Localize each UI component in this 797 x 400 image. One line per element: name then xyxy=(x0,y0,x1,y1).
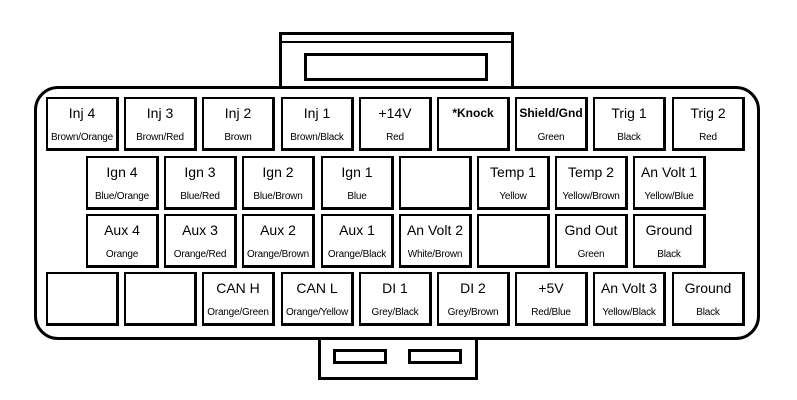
pin-name: Aux 4 xyxy=(104,222,140,238)
pin-wire-color: Orange/Yellow xyxy=(285,307,349,318)
pin-name: Trig 1 xyxy=(611,105,647,121)
pin-wire-color: Orange/Red xyxy=(173,249,227,260)
connector-top-latch-edge xyxy=(279,41,514,43)
pin-name: +5V xyxy=(538,280,564,296)
pin-r3-c2: Aux 3 Orange/Red xyxy=(164,214,237,268)
pin-name: Ign 4 xyxy=(106,164,138,180)
pin-name: Inj 1 xyxy=(303,105,331,121)
pin-r2-c5 xyxy=(399,156,472,210)
pin-r2-c6: Temp 1 Yellow xyxy=(477,156,550,210)
pin-name: DI 1 xyxy=(382,280,408,296)
pin-wire-color: Orange xyxy=(105,249,139,260)
pin-name: Shield/Gnd xyxy=(519,106,583,120)
pin-name: An Volt 2 xyxy=(406,222,464,238)
pin-name: Trig 2 xyxy=(690,105,726,121)
pin-r4-c6: DI 2 Grey/Brown xyxy=(437,272,510,326)
pin-name: Aux 2 xyxy=(260,222,296,238)
pin-name: An Volt 1 xyxy=(640,164,698,180)
pin-r4-c5: DI 1 Grey/Black xyxy=(359,272,432,326)
pin-name: CAN H xyxy=(216,280,260,296)
pin-wire-color: Yellow xyxy=(499,191,527,202)
pin-r4-c4: CAN L Orange/Yellow xyxy=(281,272,354,326)
pin-wire-color: Blue/Red xyxy=(180,191,220,202)
pin-name: Gnd Out xyxy=(564,222,618,238)
pin-wire-color: Black xyxy=(696,307,720,318)
pin-wire-color: Grey/Black xyxy=(371,307,419,318)
pin-r2-c7: Temp 2 Yellow/Brown xyxy=(555,156,628,210)
pin-wire-color: Black xyxy=(657,249,681,260)
pin-name: Inj 2 xyxy=(224,105,252,121)
pin-name: +14V xyxy=(378,105,412,121)
pin-wire-color: Yellow/Brown xyxy=(562,191,620,202)
pin-name: DI 2 xyxy=(460,280,486,296)
pin-r4-c3: CAN H Orange/Green xyxy=(202,272,275,326)
pin-wire-color: Yellow/Blue xyxy=(644,191,694,202)
pin-r1-c5: +14V Red xyxy=(359,97,432,151)
pin-r1-c1: Inj 4 Brown/Orange xyxy=(46,97,119,151)
pin-wire-color: Brown/Orange xyxy=(50,132,114,143)
pin-r2-c1: Ign 4 Blue/Orange xyxy=(86,156,159,210)
pin-r4-c1 xyxy=(46,272,119,326)
pin-r1-c8: Trig 1 Black xyxy=(593,97,666,151)
pin-wire-color: Black xyxy=(617,132,641,143)
pin-r1-c3: Inj 2 Brown xyxy=(202,97,275,151)
pin-r1-c4: Inj 1 Brown/Black xyxy=(281,97,354,151)
connector-key-slot-right xyxy=(408,349,462,364)
pin-name: Ground xyxy=(684,280,732,296)
pin-wire-color: Brown/Black xyxy=(290,132,344,143)
pin-r1-c9: Trig 2 Red xyxy=(672,97,745,151)
pin-wire-color: Green xyxy=(577,249,605,260)
pin-wire-color: Blue/Brown xyxy=(253,191,303,202)
pin-r4-c2 xyxy=(124,272,197,326)
pin-r3-c6 xyxy=(477,214,550,268)
pin-wire-color: Brown xyxy=(224,132,252,143)
pin-wire-color: Orange/Green xyxy=(207,307,269,318)
pin-r4-c8: An Volt 3 Yellow/Black xyxy=(593,272,666,326)
pin-wire-color: Yellow/Black xyxy=(602,307,656,318)
pin-name: Inj 3 xyxy=(146,105,174,121)
pin-r3-c4: Aux 1 Orange/Black xyxy=(321,214,394,268)
connector-top-latch-slot xyxy=(304,53,488,81)
pin-r1-c6: *Knock xyxy=(437,97,510,151)
pin-name: Inj 4 xyxy=(68,105,96,121)
pin-name: Aux 3 xyxy=(182,222,218,238)
pin-r3-c1: Aux 4 Orange xyxy=(86,214,159,268)
pin-name: CAN L xyxy=(296,280,338,296)
pin-name: An Volt 3 xyxy=(600,280,658,296)
pin-wire-color: White/Brown xyxy=(407,249,463,260)
pin-wire-color: Grey/Brown xyxy=(447,307,499,318)
pin-r2-c2: Ign 3 Blue/Red xyxy=(164,156,237,210)
pin-r2-c4: Ign 1 Blue xyxy=(321,156,394,210)
pin-wire-color: Brown/Red xyxy=(136,132,184,143)
pin-name: Ground xyxy=(645,222,693,238)
pin-r1-c2: Inj 3 Brown/Red xyxy=(124,97,197,151)
pin-wire-color: Green xyxy=(537,132,565,143)
pin-r4-c7: +5V Red/Blue xyxy=(515,272,588,326)
pin-name: Ign 3 xyxy=(184,164,216,180)
connector-key-slot-left xyxy=(333,349,387,364)
pin-name: *Knock xyxy=(452,106,494,120)
pin-r2-c8: An Volt 1 Yellow/Blue xyxy=(633,156,706,210)
pin-wire-color: Red/Blue xyxy=(531,307,571,318)
pin-name: Ign 2 xyxy=(262,164,294,180)
pin-wire-color: Blue/Orange xyxy=(95,191,149,202)
pin-name: Temp 1 xyxy=(490,164,536,180)
pin-wire-color: Red xyxy=(386,132,404,143)
pin-name: Ign 1 xyxy=(341,164,373,180)
pin-wire-color: Red xyxy=(699,132,717,143)
pin-r3-c5: An Volt 2 White/Brown xyxy=(399,214,472,268)
pin-name: Aux 1 xyxy=(339,222,375,238)
pin-wire-color: Orange/Brown xyxy=(246,249,310,260)
pin-r3-c3: Aux 2 Orange/Brown xyxy=(242,214,315,268)
pin-r2-c3: Ign 2 Blue/Brown xyxy=(242,156,315,210)
pin-wire-color: Blue xyxy=(347,191,367,202)
pin-wire-color: Orange/Black xyxy=(327,249,387,260)
pin-name: Temp 2 xyxy=(568,164,614,180)
